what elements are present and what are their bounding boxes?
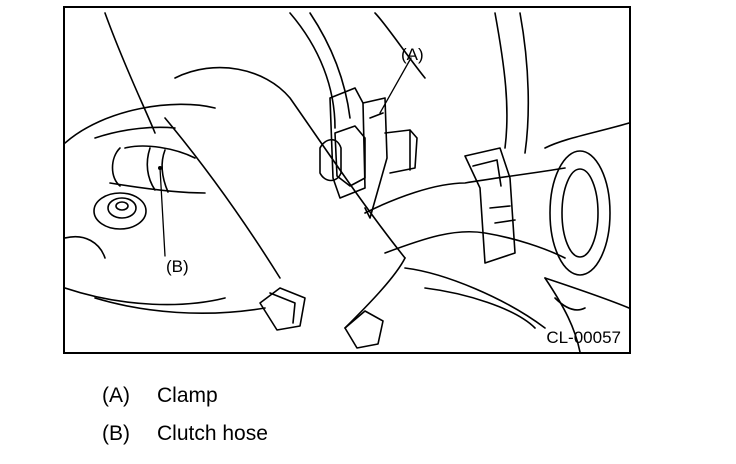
legend-item-a: (A) Clamp [102, 385, 218, 406]
legend-key: (B) [102, 422, 130, 445]
clutch-hose-illustration [65, 12, 629, 352]
legend-label: Clamp [157, 384, 218, 407]
legend-key: (A) [102, 384, 130, 407]
legend-item-b: (B) Clutch hose [102, 423, 268, 444]
callout-a: (A) [401, 45, 424, 64]
diagram-figure: (A) (B) CL-00057 [63, 6, 631, 354]
callout-b: (B) [166, 257, 189, 276]
legend-label: Clutch hose [157, 422, 268, 445]
figure-code: CL-00057 [546, 328, 621, 347]
